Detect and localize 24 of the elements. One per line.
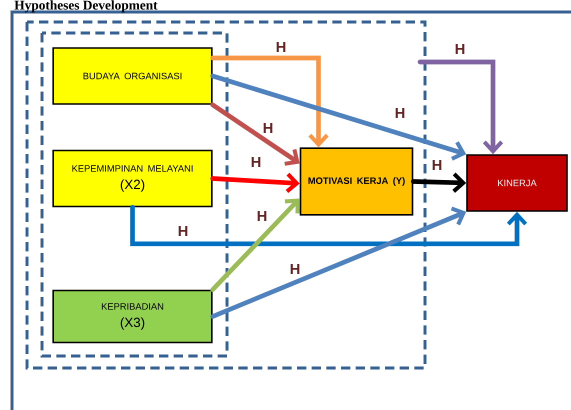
variable-box: BUDAYA ORGANISASI bbox=[52, 47, 213, 105]
edge-label: H bbox=[256, 210, 268, 222]
arrow bbox=[210, 172, 300, 193]
variable-box: MOTIVASI KERJA (Y) bbox=[300, 147, 414, 216]
arrow bbox=[210, 56, 329, 148]
arrow bbox=[210, 198, 300, 292]
edge-label: H bbox=[250, 156, 262, 168]
arrow bbox=[210, 102, 300, 166]
variable-box: KEPRIBADIAN (X3) bbox=[52, 290, 213, 344]
edge-label: H bbox=[275, 41, 287, 53]
edge-label: H bbox=[262, 122, 274, 134]
arrow bbox=[418, 60, 504, 154]
edge-label: H bbox=[177, 225, 189, 237]
variable-box: KEPEMIMPINAN MELAYANI (X2) bbox=[52, 150, 213, 208]
edge-label: H bbox=[454, 43, 466, 55]
variable-box: KINERJA bbox=[466, 154, 568, 212]
title: Hypotheses Development bbox=[14, 0, 158, 12]
edge-label: H bbox=[431, 159, 443, 171]
arrow bbox=[210, 74, 466, 161]
edge-label: H bbox=[394, 107, 406, 119]
arrow bbox=[210, 206, 466, 319]
edge-label: H bbox=[289, 263, 301, 275]
arrow bbox=[130, 204, 528, 246]
arrow bbox=[410, 172, 466, 193]
